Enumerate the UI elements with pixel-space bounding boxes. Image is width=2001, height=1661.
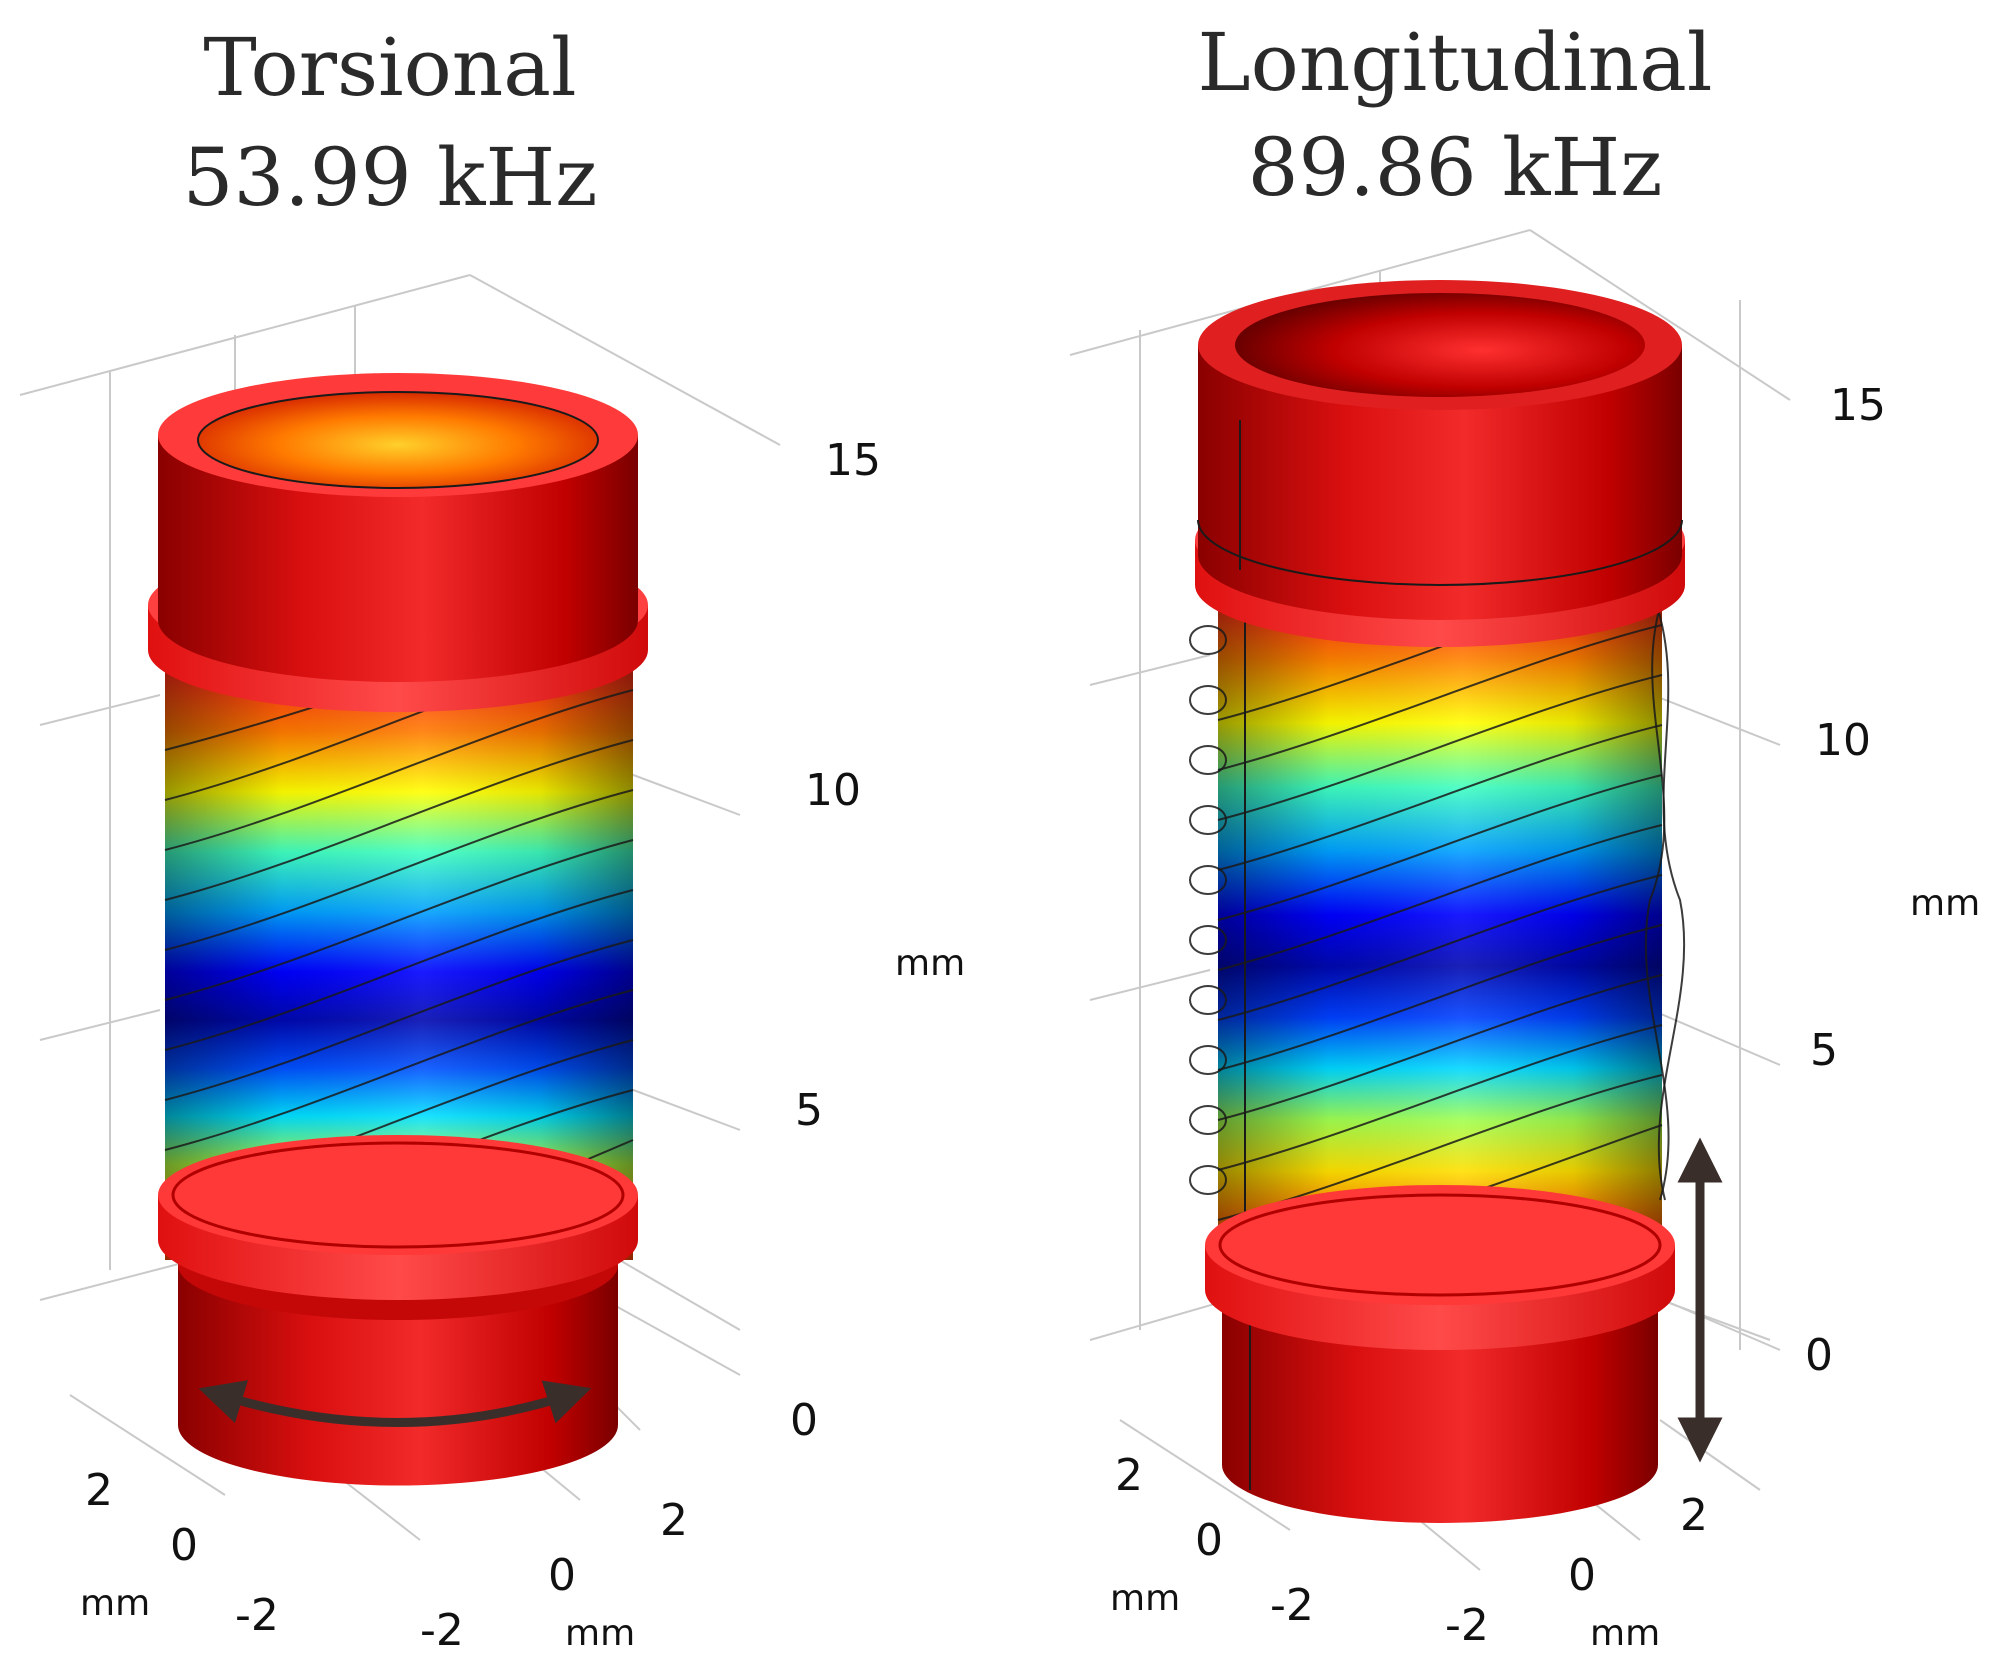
y-tick: 0 [548, 1550, 576, 1601]
x-tick: -2 [1270, 1580, 1314, 1631]
panel-longitudinal: Longitudinal 89.86 kHz [1069, 16, 1980, 1654]
z-axis-ticks: 15 10 5 0 mm [790, 435, 965, 1446]
torsion-arrow-icon [198, 1380, 592, 1427]
z-axis-unit: mm [895, 943, 965, 984]
y-tick: 2 [1680, 1490, 1708, 1541]
x-tick: 2 [1115, 1450, 1143, 1501]
x-axis-unit: mm [1110, 1578, 1180, 1619]
z-tick: 0 [790, 1395, 818, 1446]
z-tick: 5 [1810, 1025, 1838, 1076]
x-axis-unit: mm [80, 1583, 150, 1624]
y-axis-ticks: 2 0 -2 mm [1445, 1490, 1708, 1654]
y-axis-unit: mm [1590, 1613, 1660, 1654]
side-coil-loops [1189, 599, 1686, 1201]
z-tick: 10 [805, 765, 861, 816]
z-tick: 15 [1830, 380, 1886, 431]
helical-spring-body [1189, 574, 1686, 1236]
y-tick: 2 [660, 1495, 688, 1546]
lower-ring [1205, 1185, 1675, 1350]
panel-frequency: 89.86 kHz [1248, 121, 1663, 214]
panel-mode-title: Torsional [203, 21, 576, 114]
x-tick: -2 [235, 1590, 279, 1641]
z-axis-ticks: 15 10 5 0 mm [1805, 380, 1980, 1381]
x-axis-ticks: 2 0 -2 mm [80, 1465, 279, 1641]
y-tick: -2 [1445, 1600, 1489, 1651]
x-tick: 2 [85, 1465, 113, 1516]
y-axis-ticks: 2 0 -2 mm [420, 1495, 688, 1656]
top-collar [1197, 280, 1683, 620]
panel-torsional: Torsional 53.99 kHz [19, 21, 965, 1656]
y-tick: 0 [1568, 1550, 1596, 1601]
top-collar [158, 373, 638, 682]
z-tick: 10 [1815, 715, 1871, 766]
z-axis-unit: mm [1910, 883, 1980, 924]
y-tick: -2 [420, 1605, 464, 1656]
z-tick: 0 [1805, 1330, 1833, 1381]
panel-frequency: 53.99 kHz [183, 131, 598, 224]
x-tick: 0 [1195, 1515, 1223, 1566]
y-axis-unit: mm [565, 1613, 635, 1654]
coil-lines [1217, 574, 1663, 1236]
z-tick: 15 [825, 435, 881, 486]
lower-ring [158, 1135, 638, 1300]
z-tick: 5 [795, 1085, 823, 1136]
x-tick: 0 [170, 1520, 198, 1571]
panel-mode-title: Longitudinal [1198, 16, 1713, 109]
x-axis-ticks: 2 0 -2 mm [1110, 1450, 1314, 1631]
